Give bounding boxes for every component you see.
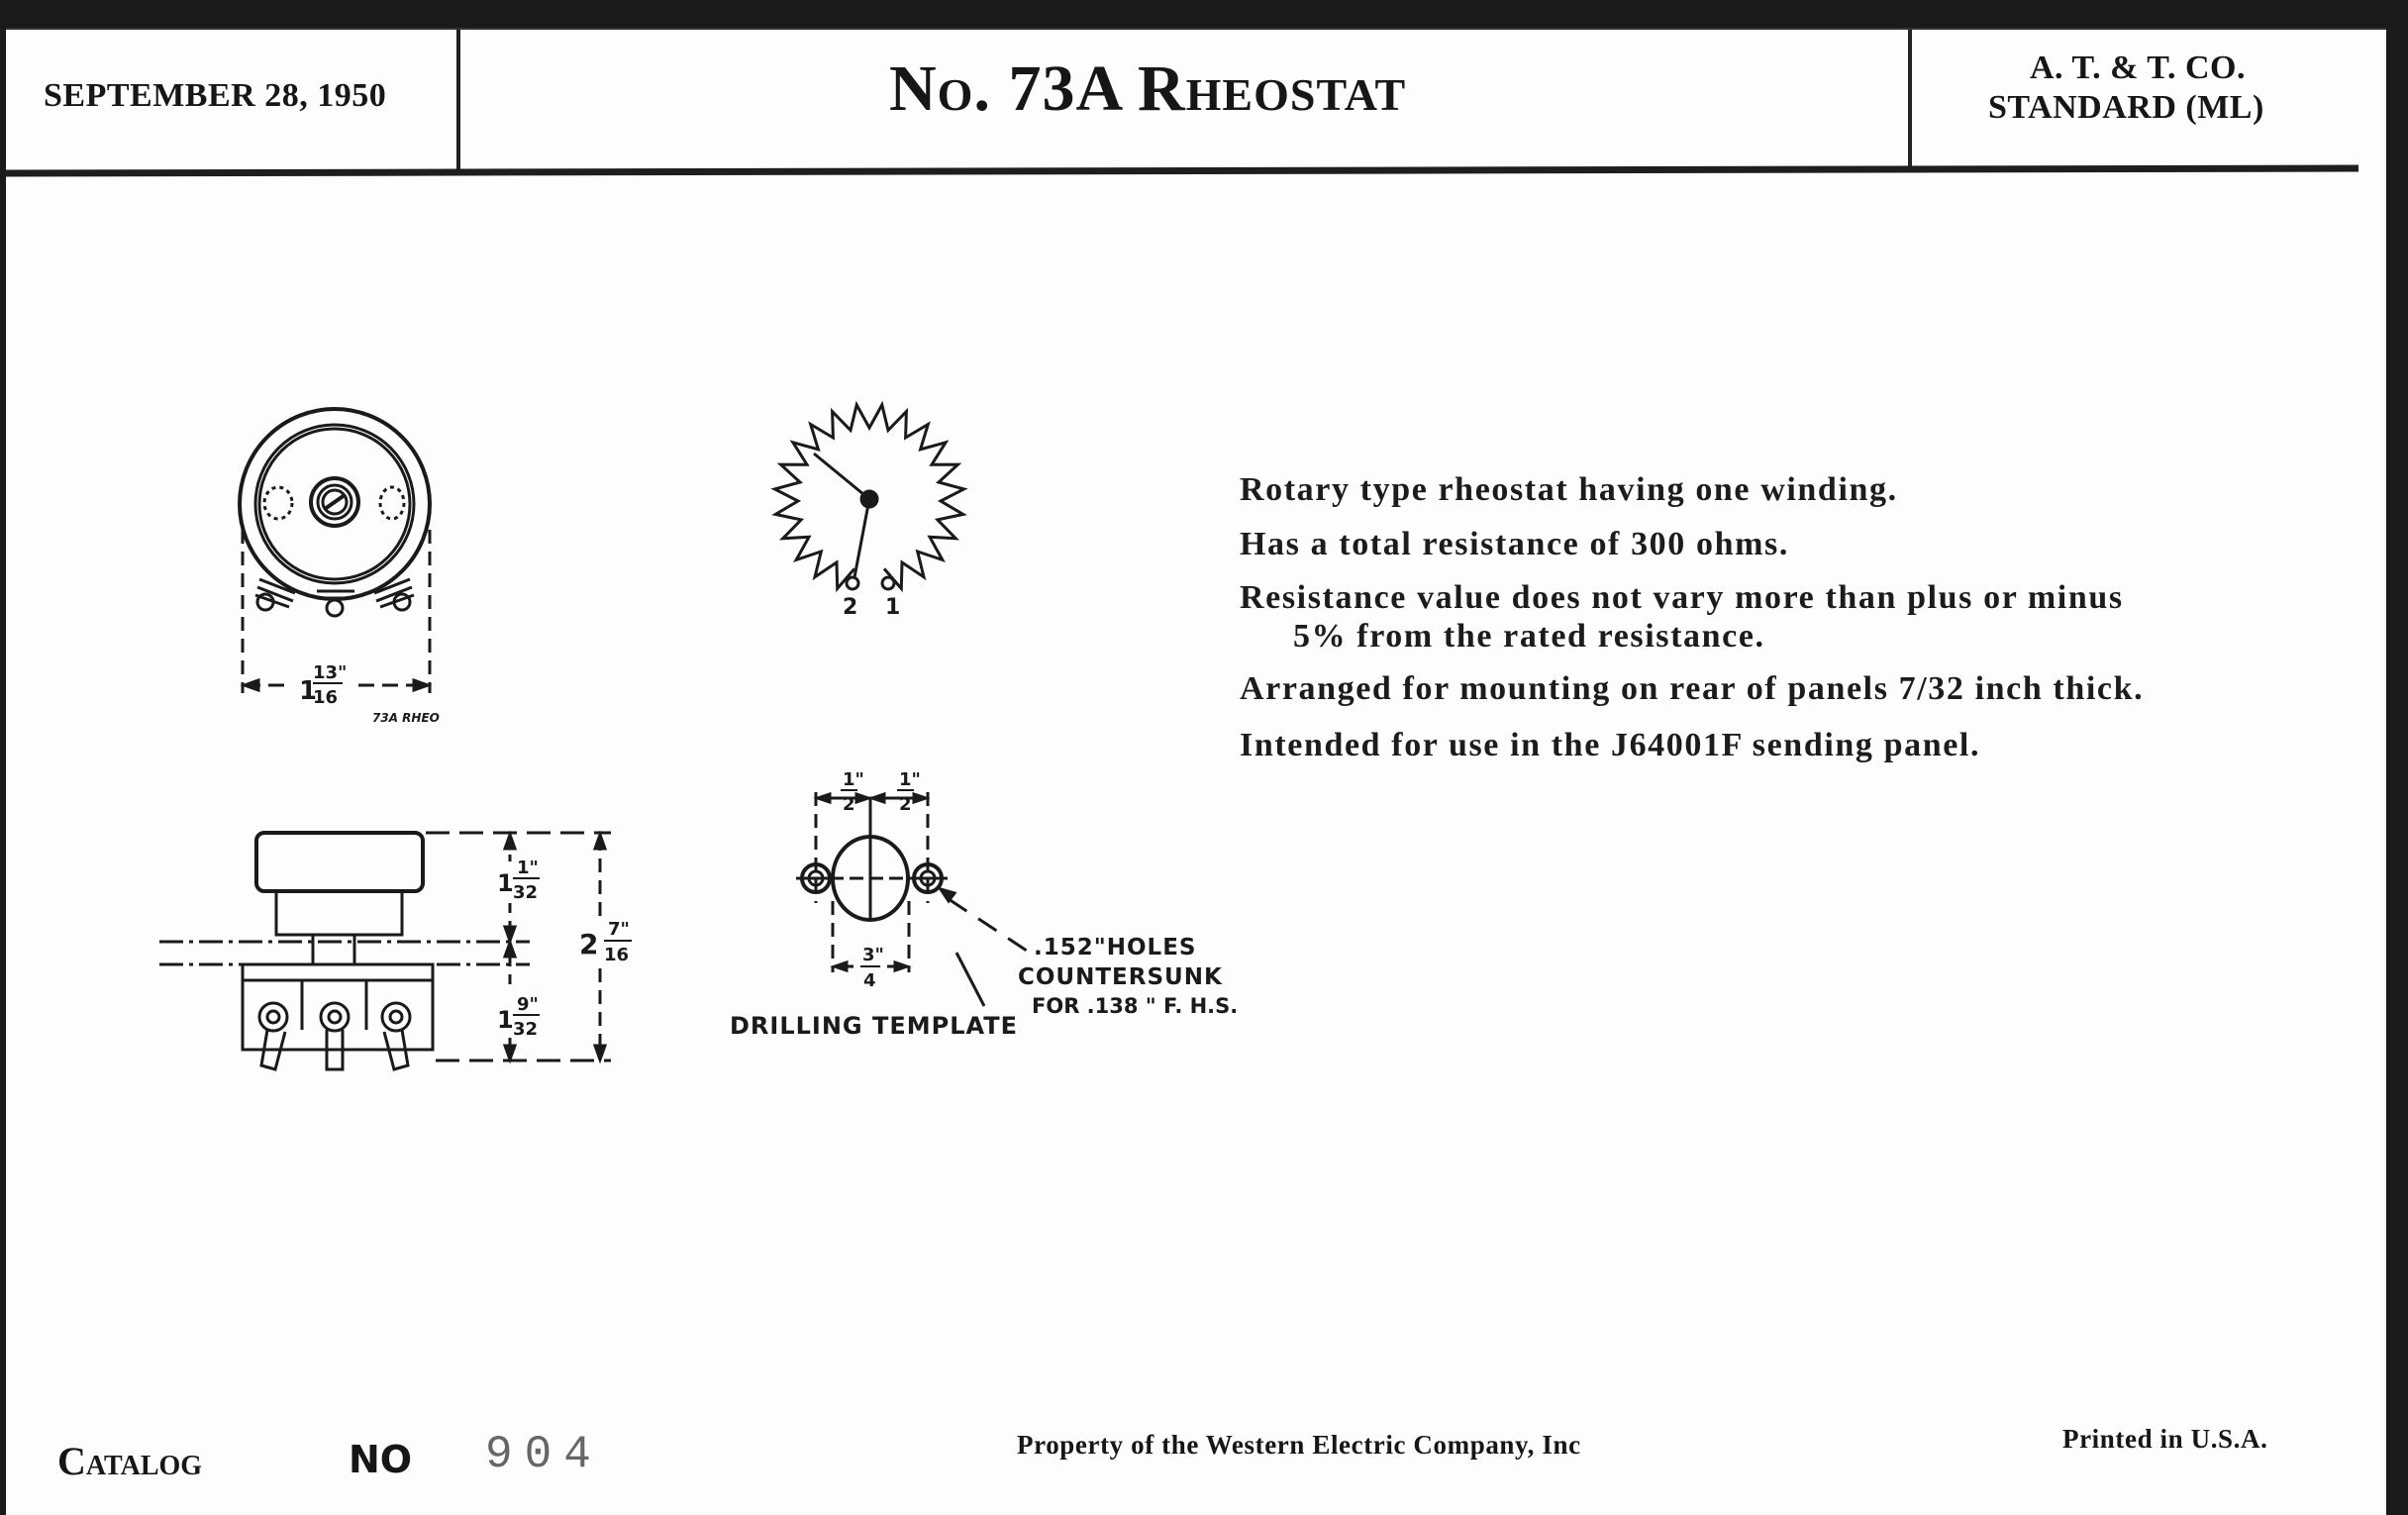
dim-denominator: 2 [843,794,855,815]
drilling-template-drawing [796,791,1031,1007]
dim-whole: 1 [299,676,317,706]
rheostat-schematic-symbol [770,400,968,593]
drilling-template-label: DRILLING TEMPLATE [730,1012,1018,1040]
dim-denominator: 16 [604,945,629,965]
catalog-number: 904 [485,1429,603,1480]
rheostat-top-view [238,407,433,693]
side-view-upper-dimension: 1 1" 32 [497,858,540,903]
header-company-line1: A. T. & T. CO. [2030,50,2246,86]
dim-whole: 1 [497,869,514,897]
terminal-lug [317,589,354,618]
dim-whole: 2 [579,928,598,960]
property-notice: Property of the Western Electric Company… [1017,1430,1581,1460]
header-date: SEPTEMBER 28, 1950 [44,77,387,114]
dim-numerator: 1" [517,858,539,878]
holes-note-line3: FOR .138 " F. H.S. [1032,994,1238,1018]
drilling-template-hole-dimension: 3" 4 [860,945,884,991]
resistor-winding-zigzag [770,400,968,593]
dim-numerator: 1" [843,769,864,790]
holes-note-line2: COUNTERSUNK [1018,964,1223,990]
drawing-caption: 73A RHEO [372,711,440,725]
description-line: Arranged for mounting on rear of panels … [1240,670,2145,707]
description-line: Resistance value does not vary more than… [1240,579,2124,616]
terminal-label-2: 2 [843,595,857,620]
description-line: Rotary type rheostat having one winding. [1240,471,1898,508]
terminal-lug [254,577,296,612]
printed-in-usa: Printed in U.S.A. [2062,1424,2268,1454]
header-divider-left [456,30,460,173]
scan-edge-left [0,0,6,1515]
top-view-width-dimension: 1 13" 16 [299,662,347,708]
dim-numerator: 9" [517,994,539,1015]
rheostat-side-view [159,830,611,1071]
description-line: 5% from the rated resistance. [1293,618,1765,655]
terminal-label-1: 1 [885,595,900,620]
drilling-template-left-dimension: 1" 2 [841,769,864,815]
dim-numerator: 1" [899,769,921,790]
description-line: Intended for use in the J64001F sending … [1240,727,1981,763]
side-view-total-dimension: 2 7" 16 [579,919,632,965]
dim-denominator: 32 [513,882,538,903]
dim-denominator: 32 [513,1019,538,1040]
dim-numerator: 3" [862,945,884,965]
terminal-lug [257,1001,289,1071]
dim-denominator: 16 [313,687,338,708]
holes-note-line1: .152"HOLES [1034,935,1196,960]
drilling-template-right-dimension: 1" 2 [897,769,921,815]
terminal-lug [380,1001,412,1071]
page-title: No. 73A Rheostat [889,52,1407,125]
header-divider-right [1908,30,1912,168]
header-rule-top [6,28,2386,30]
catalog-no-label: NO [349,1438,413,1481]
side-view-lower-dimension: 1 9" 32 [497,994,540,1040]
dim-whole: 1 [497,1006,514,1034]
dim-numerator: 7" [608,919,630,940]
dim-denominator: 4 [863,970,876,991]
dim-denominator: 2 [899,794,912,815]
terminal-lug [373,577,415,612]
scan-edge-right [2386,0,2408,1515]
catalog-label: Catalog [57,1439,203,1483]
dim-numerator: 13" [313,662,347,683]
catalog-sheet [6,28,2386,1515]
description-line: Has a total resistance of 300 ohms. [1240,526,1789,562]
header-company-line2: STANDARD (ML) [1988,89,2264,126]
terminal-lug [319,1001,351,1071]
